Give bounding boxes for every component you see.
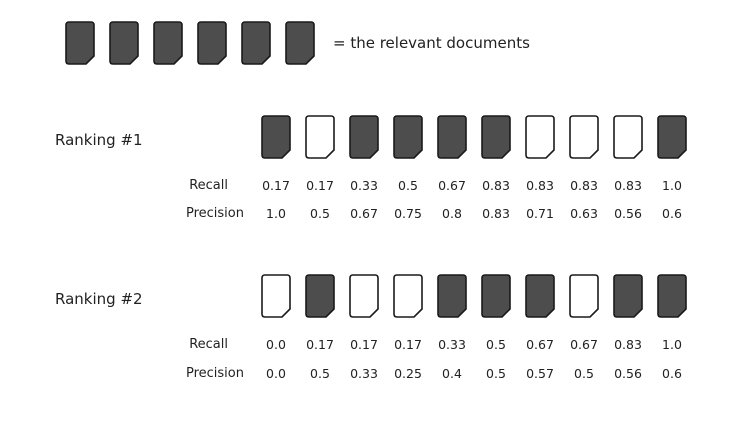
- ranking-1-precision-value: 0.75: [394, 206, 422, 221]
- ranking-2-recall-value: 0.17: [350, 337, 378, 352]
- ranking-1-recall-value: 0.83: [614, 178, 642, 193]
- ranking-1-doc-2-nonrelevant-icon: [305, 115, 335, 159]
- ranking-2-doc-9-relevant-icon: [613, 274, 643, 318]
- ranking-1-precision-value: 0.5: [310, 206, 330, 221]
- ranking-2-precision-label: Precision: [185, 366, 244, 381]
- ranking-2-precision-value: 0.5: [486, 366, 506, 381]
- ranking-2-doc-2-relevant-icon: [305, 274, 335, 318]
- legend-relevant-document-icon: [153, 21, 183, 65]
- ranking-1-recall-value: 0.83: [526, 178, 554, 193]
- ranking-2-doc-7-relevant-icon: [525, 274, 555, 318]
- ranking-2-doc-4-nonrelevant-icon: [393, 274, 423, 318]
- ranking-1-precision-value: 1.0: [266, 206, 286, 221]
- ranking-2-precision-value: 0.33: [350, 366, 378, 381]
- ranking-2-recall-value: 0.83: [614, 337, 642, 352]
- ranking-2-title: Ranking #2: [55, 290, 143, 308]
- ranking-2-recall-label: Recall: [189, 337, 228, 352]
- ranking-1-recall-value: 0.83: [570, 178, 598, 193]
- ranking-1-doc-9-nonrelevant-icon: [613, 115, 643, 159]
- ranking-1-precision-value: 0.67: [350, 206, 378, 221]
- ranking-1-recall-label: Recall: [189, 178, 228, 193]
- legend-relevant-document-icon: [285, 21, 315, 65]
- ranking-2-precision-value: 0.6: [662, 366, 682, 381]
- ranking-1-recall-value: 1.0: [662, 178, 682, 193]
- ranking-1-recall-value: 0.33: [350, 178, 378, 193]
- ranking-2-doc-3-nonrelevant-icon: [349, 274, 379, 318]
- ranking-1-doc-6-relevant-icon: [481, 115, 511, 159]
- ranking-2-recall-value: 0.5: [486, 337, 506, 352]
- ranking-1-doc-4-relevant-icon: [393, 115, 423, 159]
- ranking-2-precision-value: 0.57: [526, 366, 554, 381]
- ranking-1-recall-value: 0.83: [482, 178, 510, 193]
- ranking-1-precision-label: Precision: [185, 206, 244, 221]
- ranking-1-doc-1-relevant-icon: [261, 115, 291, 159]
- legend-text: = the relevant documents: [333, 34, 530, 52]
- ranking-2-precision-value: 0.5: [574, 366, 594, 381]
- ranking-2-doc-6-relevant-icon: [481, 274, 511, 318]
- ranking-2-precision-value: 0.56: [614, 366, 642, 381]
- ranking-2-recall-value: 0.33: [438, 337, 466, 352]
- ranking-1-precision-value: 0.83: [482, 206, 510, 221]
- legend-relevant-document-icon: [65, 21, 95, 65]
- ranking-1-recall-value: 0.17: [306, 178, 334, 193]
- ranking-2-precision-value: 0.25: [394, 366, 422, 381]
- ranking-2-doc-8-nonrelevant-icon: [569, 274, 599, 318]
- ranking-1-doc-10-relevant-icon: [657, 115, 687, 159]
- ranking-2-doc-1-nonrelevant-icon: [261, 274, 291, 318]
- ranking-2-recall-value: 0.67: [570, 337, 598, 352]
- ranking-2-precision-value: 0.4: [442, 366, 462, 381]
- ranking-1-recall-value: 0.67: [438, 178, 466, 193]
- ranking-1-doc-8-nonrelevant-icon: [569, 115, 599, 159]
- ranking-1-recall-value: 0.17: [262, 178, 290, 193]
- legend-relevant-document-icon: [241, 21, 271, 65]
- ranking-1-doc-3-relevant-icon: [349, 115, 379, 159]
- ranking-1-precision-value: 0.71: [526, 206, 554, 221]
- ranking-2-precision-value: 0.0: [266, 366, 286, 381]
- ranking-2-doc-10-relevant-icon: [657, 274, 687, 318]
- legend-relevant-document-icon: [109, 21, 139, 65]
- ranking-1-precision-value: 0.63: [570, 206, 598, 221]
- ranking-2-recall-value: 0.17: [306, 337, 334, 352]
- legend-relevant-document-icon: [197, 21, 227, 65]
- ranking-2-recall-value: 0.67: [526, 337, 554, 352]
- ranking-2-recall-value: 1.0: [662, 337, 682, 352]
- ranking-2-doc-5-relevant-icon: [437, 274, 467, 318]
- ranking-1-doc-7-nonrelevant-icon: [525, 115, 555, 159]
- ranking-1-title: Ranking #1: [55, 131, 143, 149]
- ranking-1-recall-value: 0.5: [398, 178, 418, 193]
- ranking-1-precision-value: 0.56: [614, 206, 642, 221]
- ranking-1-precision-value: 0.6: [662, 206, 682, 221]
- ranking-2-precision-value: 0.5: [310, 366, 330, 381]
- ranking-1-precision-value: 0.8: [442, 206, 462, 221]
- ranking-1-doc-5-relevant-icon: [437, 115, 467, 159]
- ranking-2-recall-value: 0.17: [394, 337, 422, 352]
- ranking-2-recall-value: 0.0: [266, 337, 286, 352]
